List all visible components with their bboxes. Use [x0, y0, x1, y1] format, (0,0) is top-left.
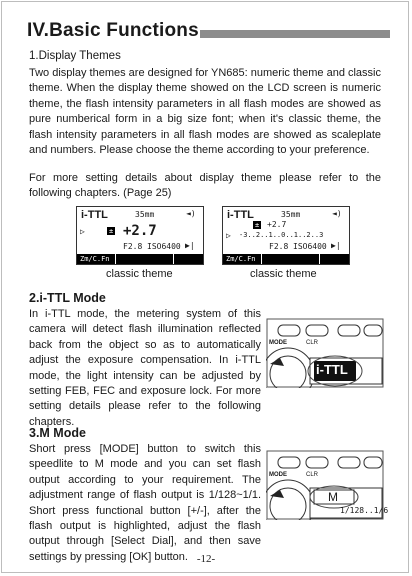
next-icon: ▶| [331, 241, 341, 250]
lcd-aperture: F2.8 [123, 242, 143, 251]
next-icon: ▶| [185, 241, 195, 250]
clr-knob-label: CLR [306, 340, 319, 346]
lcd-footer: Zm/C.Fn [77, 254, 203, 264]
section-heading-display-themes: 1.Display Themes [29, 50, 121, 62]
lcd-numeric-theme: i-TTL 35mm ◄) ▷ ± +2.7 F2.8 ISO6400 ▶| Z… [76, 206, 204, 265]
speaker-icon: ◄) [186, 209, 196, 218]
m-mode-paragraph: Short press [MODE] button to switch this… [29, 443, 261, 563]
lcd-iso: ISO6400 [147, 242, 181, 251]
ittl-mode-figure: MODE CLR i-TTL [261, 318, 384, 401]
chapter-title: IV.Basic Functions [27, 20, 199, 41]
flash-head-icon: ▷ [226, 231, 231, 240]
footer-divider [115, 254, 116, 264]
caption-right: classic theme [250, 268, 317, 280]
caption-left: classic theme [106, 268, 173, 280]
lcd-footer-label: Zm/C.Fn [80, 255, 110, 263]
display-themes-paragraph: Two display themes are designed for YN68… [29, 67, 381, 157]
mode-button-label: MODE [269, 472, 287, 478]
flash-head-icon: ▷ [80, 227, 85, 236]
section-heading-ittl: 2.i-TTL Mode [29, 291, 106, 305]
chapter-title-bar [200, 30, 390, 38]
m-mode-figure: MODE CLR M 1/128..1/6 [261, 450, 388, 533]
ittl-figure-drawing [261, 318, 384, 401]
speaker-icon: ◄) [332, 209, 342, 218]
lcd-footer-label: Zm/C.Fn [226, 255, 256, 263]
m-mode-label: M [328, 490, 338, 504]
section-heading-m-mode: 3.M Mode [29, 426, 86, 440]
lcd-mode-label: i-TTL [227, 209, 254, 221]
ittl-highlight-label: i-TTL [316, 362, 348, 377]
lcd-big-value: +2.7 [123, 223, 157, 239]
lcd-footer: Zm/C.Fn [223, 254, 349, 264]
fec-icon: ± [107, 227, 116, 235]
ittl-paragraph: In i-TTL mode, the metering system of th… [29, 308, 261, 428]
lcd-aperture: F2.8 [269, 242, 289, 251]
footer-divider [173, 254, 174, 264]
footer-divider [261, 254, 262, 264]
mode-button-label: MODE [269, 340, 287, 346]
fec-icon: ± [253, 221, 262, 229]
clr-knob-label: CLR [306, 472, 319, 478]
lcd-iso: ISO6400 [293, 242, 327, 251]
lcd-value: +2.7 [267, 220, 287, 229]
lcd-zoom: 35mm [135, 210, 155, 219]
display-themes-reference: For more setting details about display t… [29, 172, 381, 200]
page-number: -12- [196, 553, 216, 565]
m-output-value: 1/128..1/6 [340, 506, 389, 515]
lcd-mode-label: i-TTL [81, 209, 108, 221]
lcd-classic-theme: i-TTL 35mm ◄) ± +2.7 ▷ -3..2..1..0..1..2… [222, 206, 350, 265]
footer-divider [319, 254, 320, 264]
lcd-zoom: 35mm [281, 210, 301, 219]
lcd-scale: -3..2..1..0..1..2..3 [239, 231, 324, 239]
m-figure-drawing [261, 450, 384, 533]
